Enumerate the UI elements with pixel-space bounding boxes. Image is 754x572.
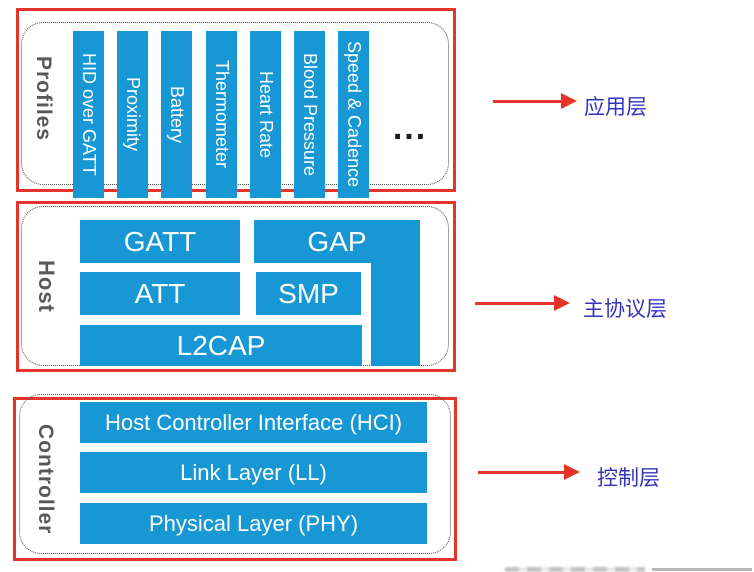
host-section: Host GATT GAP ATT SMP L2CAP <box>16 201 456 372</box>
profile-bar-heart-rate: Heart Rate <box>250 31 281 198</box>
arrow-right-icon <box>561 93 577 109</box>
host-label-text: Host <box>34 260 59 313</box>
annotation-label-control-layer: 控制层 <box>597 467 660 490</box>
profile-bar-hid-over-gatt: HID over GATT <box>73 31 104 198</box>
l2cap-block: L2CAP <box>80 325 362 366</box>
att-block: ATT <box>80 272 240 315</box>
annotation-label-app-layer: 应用层 <box>584 96 647 119</box>
profiles-section: Profiles HID over GATT Proximity Battery… <box>16 8 456 198</box>
profile-bar-battery: Battery <box>161 31 192 198</box>
watermark-remnant <box>505 567 645 572</box>
physical-layer-bar: Physical Layer (PHY) <box>80 503 427 544</box>
profiles-section-label: Profiles <box>25 11 61 187</box>
profiles-label-text: Profiles <box>32 56 55 142</box>
arrow-right-icon <box>564 464 580 480</box>
arrow-line <box>478 471 565 474</box>
controller-section-label: Controller <box>24 400 66 558</box>
annotation-label-host-layer: 主协议层 <box>583 298 667 321</box>
controller-label-text: Controller <box>34 423 57 535</box>
gap-block: GAP <box>254 220 420 263</box>
gatt-block: GATT <box>80 220 240 263</box>
hci-bar: Host Controller Interface (HCI) <box>80 402 427 443</box>
more-profiles-ellipsis: ... <box>392 109 428 147</box>
profile-bar-speed-cadence: Speed & Cadence <box>338 31 369 198</box>
profile-bar-thermometer: Thermometer <box>206 31 237 198</box>
arrow-right-icon <box>554 295 570 311</box>
arrow-line <box>475 302 556 305</box>
arrow-line <box>493 100 563 103</box>
profile-bar-blood-pressure: Blood Pressure <box>294 31 325 198</box>
profile-bar-proximity: Proximity <box>117 31 148 198</box>
controller-section: Controller Host Controller Interface (HC… <box>13 394 457 561</box>
gap-block-column <box>371 259 420 366</box>
link-layer-bar: Link Layer (LL) <box>80 452 427 493</box>
watermark-remnant-line <box>652 568 752 571</box>
smp-block: SMP <box>256 272 361 315</box>
host-section-label: Host <box>25 204 67 369</box>
